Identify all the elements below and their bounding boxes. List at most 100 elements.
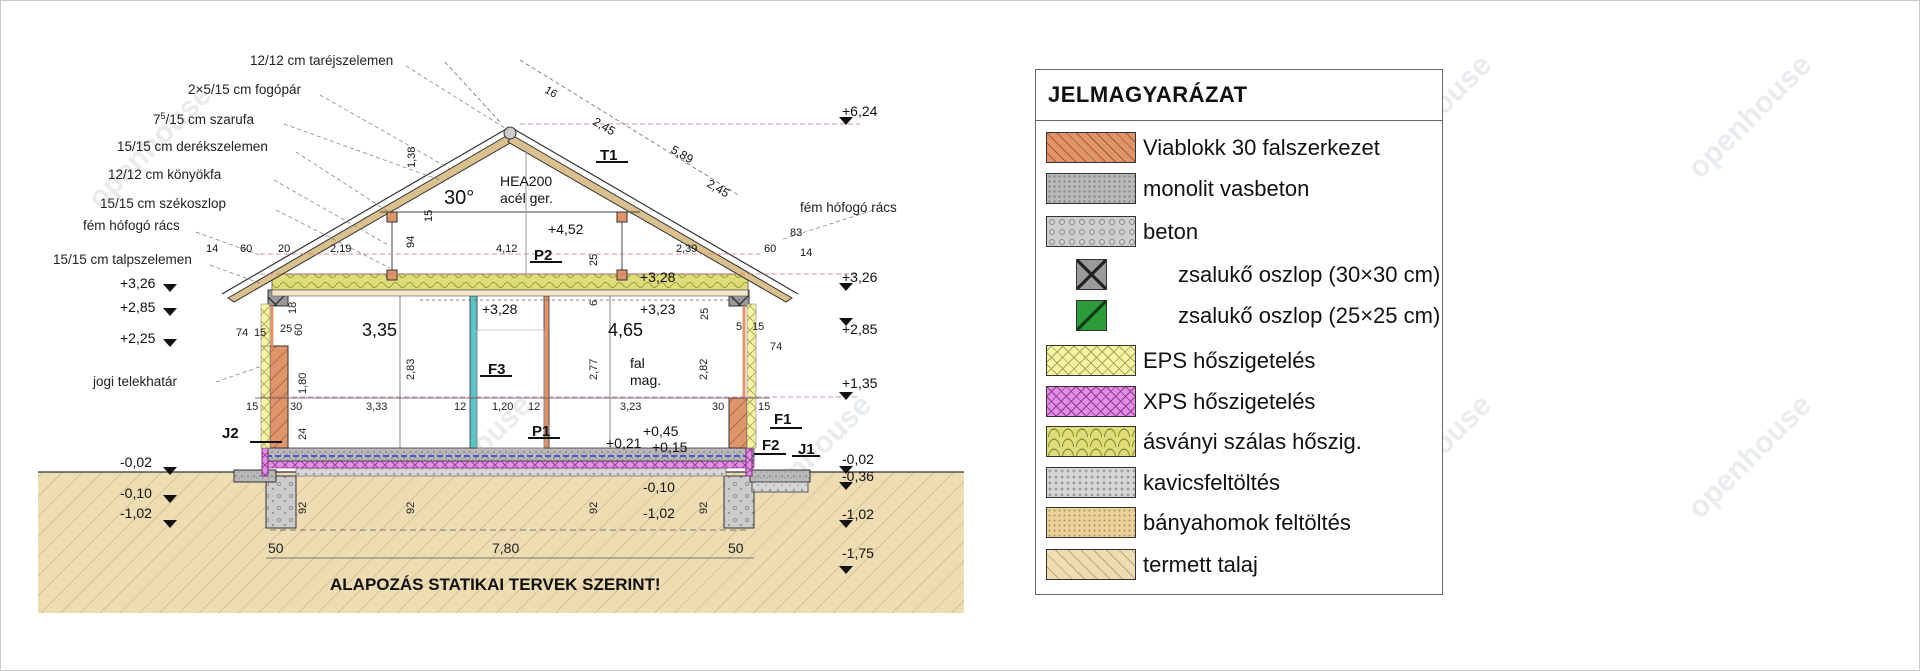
element-tags: T1 P2 F3 P1 F1 F2 J1 J2 bbox=[222, 147, 815, 458]
watermark-text: openhouse bbox=[1682, 388, 1818, 524]
roof-dim-412: 4,12 bbox=[496, 243, 517, 255]
dim-50l: 50 bbox=[268, 540, 284, 556]
legend-label: kavicsfeltöltés bbox=[1143, 470, 1280, 495]
level-left-0: +3,26 bbox=[120, 275, 156, 291]
foundation-left bbox=[265, 475, 297, 529]
roof-dim-94: 94 bbox=[405, 236, 417, 248]
roof-dim-83: 83 bbox=[790, 227, 802, 239]
level-right-5: -0,36 bbox=[842, 468, 874, 484]
dim-282: 2,82 bbox=[698, 359, 710, 380]
dim-12b: 12 bbox=[528, 401, 540, 413]
legend-title: JELMAGYARÁZAT bbox=[1036, 70, 1442, 121]
dimension-lines bbox=[255, 59, 770, 559]
roof-dim-239: 2,39 bbox=[676, 243, 697, 255]
dim-15l: 15 bbox=[246, 401, 258, 413]
roof-beam-line2: acél ger. bbox=[500, 190, 553, 206]
legend-item: XPS hőszigetelés bbox=[1036, 386, 1442, 420]
roof-dim-16: 16 bbox=[543, 84, 560, 101]
plinth-xps-left bbox=[261, 447, 269, 477]
dim-283: 2,83 bbox=[405, 359, 417, 380]
wall-right-upper-eps bbox=[746, 303, 757, 399]
tag-P2: P2 bbox=[534, 247, 552, 264]
legend-item: bányahomok feltöltés bbox=[1036, 507, 1442, 541]
legend-swatch-beton bbox=[1046, 216, 1136, 247]
legend-swatch-eps bbox=[1046, 345, 1136, 376]
foundation-right bbox=[723, 475, 755, 529]
dim-12a: 12 bbox=[454, 401, 466, 413]
purlin-right bbox=[616, 211, 628, 223]
roof-dim-245b: 2,45 bbox=[705, 176, 733, 200]
roof-dim-20: 20 bbox=[278, 243, 290, 255]
level-ceiling-left: +3,28 bbox=[482, 301, 518, 317]
tag-F3: F3 bbox=[488, 361, 506, 378]
dim-24: 24 bbox=[297, 428, 309, 440]
dim-60b: 60 bbox=[293, 324, 305, 336]
legend-panel: JELMAGYARÁZAT Viablokk 30 falszerkezet m… bbox=[1035, 69, 1443, 595]
legend-item: EPS hőszigetelés bbox=[1036, 345, 1442, 379]
reference-lines bbox=[260, 123, 860, 398]
legend-label: beton bbox=[1143, 219, 1199, 244]
legend-label: EPS hőszigetelés bbox=[1143, 348, 1316, 373]
purlin-mid-left bbox=[386, 269, 398, 281]
paving-right bbox=[751, 481, 809, 493]
floor-gravel bbox=[295, 467, 727, 477]
roof-dim-15a: 15 bbox=[423, 210, 435, 222]
dim-323: 3,23 bbox=[620, 401, 641, 413]
dim-25b: 25 bbox=[280, 323, 292, 335]
dim-15r: 15 bbox=[758, 401, 770, 413]
dim-333: 3,33 bbox=[366, 401, 387, 413]
dimension-texts: 2,83 2,77 2,82 1,80 3,33 12 1,20 12 3,23… bbox=[236, 300, 782, 556]
level-left-4: -0,10 bbox=[120, 485, 152, 501]
dim-780: 7,80 bbox=[492, 540, 519, 556]
door-opening bbox=[476, 329, 545, 449]
legend-item: beton bbox=[1036, 216, 1442, 250]
legend-item: Viablokk 30 falszerkezet bbox=[1036, 132, 1442, 166]
label-konyokfa: 12/12 cm könyökfa bbox=[108, 167, 222, 182]
roof-dim-60r: 60 bbox=[764, 243, 776, 255]
dim-18: 18 bbox=[287, 302, 299, 314]
tag-F1: F1 bbox=[774, 411, 792, 428]
level-inner-m010: -0,10 bbox=[643, 479, 675, 495]
legend-swatch-xps bbox=[1046, 386, 1136, 417]
roof-texts: 30° HEA200 acél ger. 2,45 5,89 2,45 16 1… bbox=[206, 84, 812, 266]
legend-label: zsalukő oszlop (30×30 cm) bbox=[1178, 262, 1441, 287]
level-texts-right: +6,24 +3,26 +2,85 +1,35 -0,02 -0,36 -1,0… bbox=[842, 103, 878, 561]
roof-dim-245a: 2,45 bbox=[591, 114, 619, 138]
legend-swatch-viablokk bbox=[1046, 132, 1136, 163]
roof-dim-14l: 14 bbox=[206, 243, 218, 255]
legend-item: kavicsfeltöltés bbox=[1036, 467, 1442, 501]
level-right-3: +1,35 bbox=[842, 375, 878, 391]
roof-beam-line1: HEA200 bbox=[500, 173, 552, 189]
footing-left bbox=[233, 469, 277, 483]
level-texts-left: +3,26 +2,85 +2,25 -0,02 -0,10 -1,02 bbox=[120, 275, 156, 521]
roof-dim-25a: 25 bbox=[588, 254, 600, 266]
roof-right-pitch bbox=[507, 134, 793, 303]
ceiling-mineral bbox=[271, 273, 749, 291]
dim-50r: 50 bbox=[728, 540, 744, 556]
foundation-note: ALAPOZÁS STATIKAI TERVEK SZERINT! bbox=[330, 575, 661, 594]
tag-J2: J2 bbox=[222, 425, 239, 442]
level-left-5: -1,02 bbox=[120, 505, 152, 521]
tag-J1: J1 bbox=[798, 441, 815, 458]
level-right-6: -1,02 bbox=[842, 506, 874, 522]
label-telekhatar: jogi telekhatár bbox=[92, 374, 178, 389]
label-szekoszlop: 15/15 cm székoszlop bbox=[100, 196, 226, 211]
legend-label: Viablokk 30 falszerkezet bbox=[1143, 135, 1380, 160]
footing-right bbox=[749, 469, 811, 483]
level-inner-m102: -1,02 bbox=[643, 505, 675, 521]
ceiling-board bbox=[271, 289, 749, 297]
roof-tile-right bbox=[511, 127, 799, 295]
legend-swatch-oszlop25 bbox=[1076, 300, 1107, 331]
room-wall-line2: mag. bbox=[630, 372, 661, 388]
watermark-text: openhouse bbox=[1682, 48, 1818, 184]
dim-92a: 92 bbox=[297, 502, 309, 514]
label-tarejszelemen: 12/12 cm taréjszelemen bbox=[250, 53, 393, 68]
legend-swatch-vasbeton bbox=[1046, 173, 1136, 204]
room-texts: 3,35 4,65 fal mag. bbox=[362, 320, 661, 388]
dim-15c: 15 bbox=[752, 321, 764, 333]
wall-right bbox=[728, 397, 748, 449]
level-ceiling-right: +3,28 bbox=[640, 269, 676, 285]
room-right-size: 4,65 bbox=[608, 320, 643, 340]
dim-30r: 30 bbox=[712, 401, 724, 413]
